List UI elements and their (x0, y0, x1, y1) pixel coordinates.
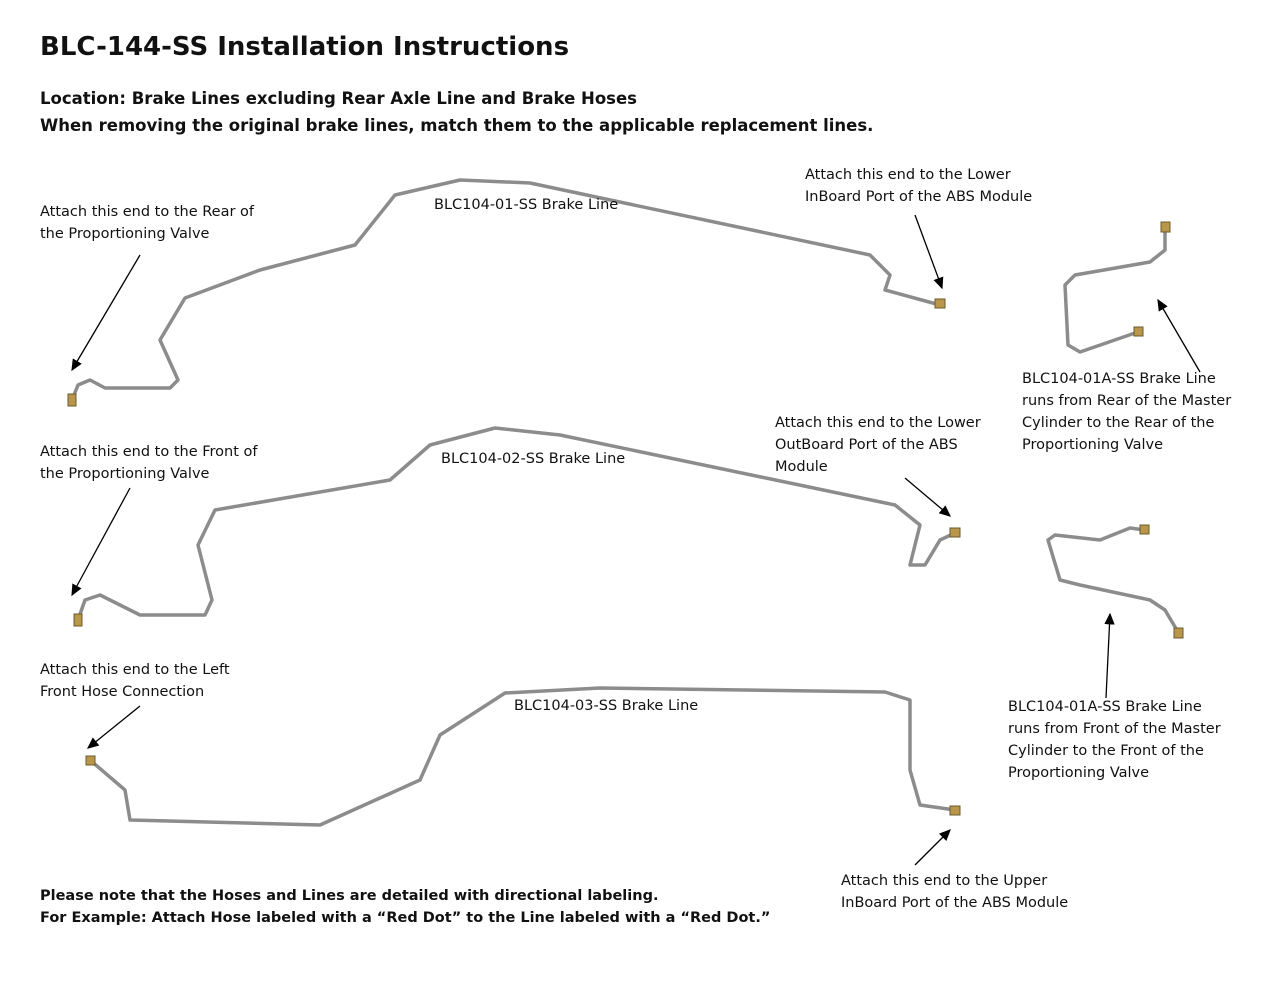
fitting (949, 805, 961, 816)
line3-left-label: Attach this end to the Left Front Hose C… (40, 662, 230, 700)
brake-line-02 (76, 426, 957, 622)
fitting (67, 393, 77, 407)
line3-name: BLC104-03-SS Brake Line (514, 698, 699, 714)
line1-name: BLC104-01-SS Brake Line (434, 197, 619, 213)
arrow (71, 487, 131, 597)
fitting (1173, 627, 1184, 639)
fitting (1160, 221, 1171, 233)
instruction-subtitle: When removing the original brake lines, … (40, 116, 874, 135)
arrow (914, 829, 951, 866)
line3-right-label: Attach this end to the Upper InBoard Por… (841, 873, 1069, 911)
brake-line-01a-rear (1063, 228, 1167, 354)
arrow (914, 214, 944, 290)
note-line-1: Please note that the Hoses and Lines are… (40, 888, 659, 904)
arrow (1104, 612, 1115, 699)
brake-line-01a-front (1046, 526, 1180, 634)
arrow (1157, 298, 1201, 373)
note-line-2: For Example: Attach Hose labeled with a … (40, 910, 771, 926)
short-line-rear-label: BLC104-01A-SS Brake Line runs from Rear … (1022, 371, 1232, 453)
fitting (85, 755, 96, 766)
brake-line-01 (70, 178, 942, 402)
location-subtitle: Location: Brake Lines excluding Rear Axl… (40, 89, 637, 108)
fitting (1133, 326, 1144, 337)
line1-right-label: Attach this end to the Lower InBoard Por… (805, 167, 1033, 205)
line2-right-label: Attach this end to the Lower OutBoard Po… (775, 415, 981, 475)
page-title: BLC-144-SS Installation Instructions (40, 32, 570, 62)
line2-left-label: Attach this end to the Front of the Prop… (40, 444, 258, 482)
fitting (73, 613, 83, 627)
short-line-front-label: BLC104-01A-SS Brake Line runs from Front… (1008, 699, 1221, 781)
fitting (1139, 524, 1150, 535)
fitting (934, 298, 946, 309)
arrow (86, 705, 141, 749)
arrow (904, 477, 951, 517)
fitting (949, 527, 961, 538)
arrow (71, 254, 141, 372)
line2-name: BLC104-02-SS Brake Line (441, 451, 626, 467)
line1-left-label: Attach this end to the Rear of the Propo… (40, 204, 255, 242)
brake-line-03 (88, 686, 957, 827)
